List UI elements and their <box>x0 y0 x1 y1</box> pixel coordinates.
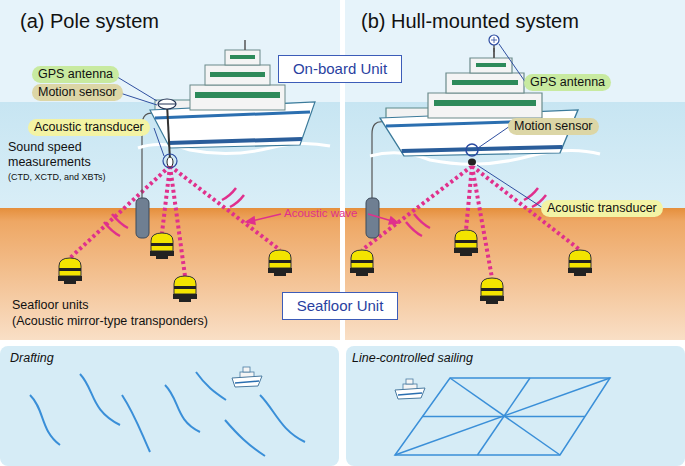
callout-label: Motion sensor <box>32 84 123 101</box>
acoustic-ray <box>70 166 580 278</box>
track-panel: Drafting <box>0 346 339 466</box>
note-label: (CTD, XCTD, and XBTs) <box>8 172 106 183</box>
unit-box: On-board Unit <box>278 55 402 83</box>
callout-text: Acoustic transducer <box>34 120 144 135</box>
survey-line-grid <box>395 378 610 455</box>
panel-heading: Line-controlled sailing <box>352 351 473 366</box>
wave-label: Acoustic wave <box>284 206 358 220</box>
panel-heading: Drafting <box>10 351 54 366</box>
callout-label: GPS antenna <box>32 66 119 83</box>
callout-text: Acoustic transducer <box>547 201 657 216</box>
callout-text: GPS antenna <box>38 67 113 82</box>
unit-title: Seafloor Unit <box>297 297 384 315</box>
note-label: Seafloor units <box>12 298 88 313</box>
track-panel-background <box>0 346 685 466</box>
callout-label: Acoustic transducer <box>541 200 663 217</box>
track-panel: Line-controlled sailing <box>342 346 681 466</box>
survey-vessel <box>370 48 600 164</box>
callout-label: Acoustic transducer <box>28 119 150 136</box>
callout-text: Motion sensor <box>38 85 117 100</box>
callout-text: GPS antenna <box>530 75 605 90</box>
callout-label: Motion sensor <box>508 118 599 135</box>
callout-text: Motion sensor <box>514 119 593 134</box>
drift-track <box>30 372 305 456</box>
panel-heading: (a) Pole system <box>20 9 159 33</box>
unit-box: Seafloor Unit <box>282 292 399 320</box>
panel-heading: (b) Hull-mounted system <box>361 9 579 33</box>
unit-title: On-board Unit <box>293 60 387 78</box>
hull-instruments <box>466 35 499 166</box>
note-label: (Acoustic mirror-type transponders) <box>12 314 208 329</box>
system-panel: (a) Pole systemGPS antennaMotion sensorA… <box>0 0 340 340</box>
pole-instruments <box>158 99 177 168</box>
acoustic-wave-arc <box>104 188 546 236</box>
vessel-icon <box>232 367 262 387</box>
vessel-icon <box>395 379 425 399</box>
panel-background <box>0 0 685 340</box>
note-label: Sound speed measurements <box>8 140 130 170</box>
system-panel: (b) Hull-mounted systemGPS antennaMotion… <box>341 0 681 340</box>
leader-line <box>114 44 543 208</box>
callout-label: GPS antenna <box>524 74 611 91</box>
